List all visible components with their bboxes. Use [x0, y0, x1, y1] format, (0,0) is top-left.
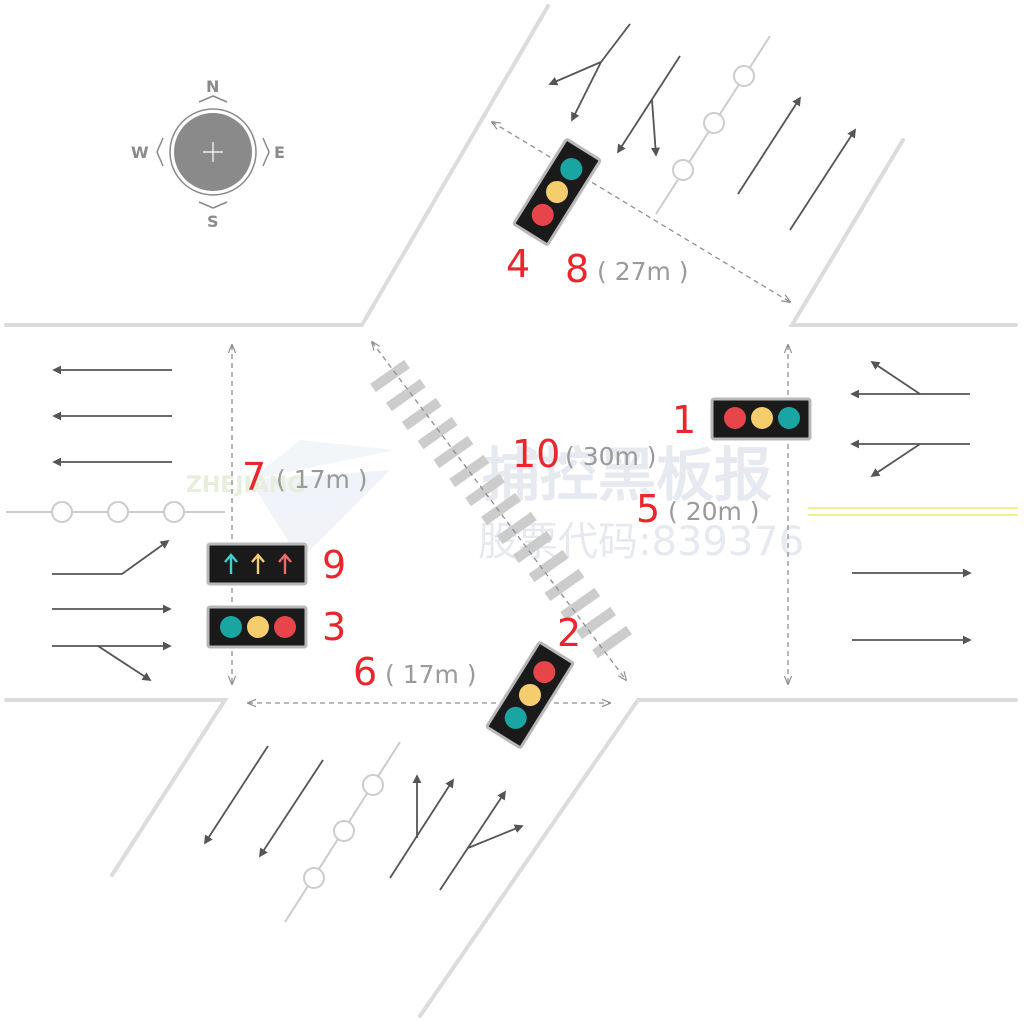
signal-4-light-1 [560, 158, 583, 181]
crosswalk [370, 359, 632, 659]
distance-8-value: ( 27m ) [597, 257, 689, 286]
label-distance-7: 7 [242, 455, 266, 499]
arrow-north-down-3 [650, 99, 660, 157]
road-edge-north-left [4, 4, 550, 327]
lane-divider-north [655, 35, 771, 215]
arrow-south-down-2 [259, 759, 324, 858]
signal-1-light-1 [724, 407, 746, 429]
crosswalk-stripe [544, 568, 585, 602]
signal-3 [206, 605, 308, 649]
road-edge-north-right [788, 138, 1018, 327]
signal-3-light-2 [247, 616, 269, 638]
arrow-north-up-2 [789, 128, 856, 231]
dimension-line-8 [492, 122, 790, 302]
arrow-west-right-turn [97, 645, 152, 681]
arrow-south-turn-3 [467, 824, 524, 849]
distance-5-value: ( 20m ) [668, 497, 760, 526]
compass: N S W E [131, 77, 285, 231]
signal-4-light-3 [531, 203, 554, 226]
signal-2-light-1 [533, 661, 556, 684]
label-signal-4: 4 [506, 242, 530, 286]
distance-7-value: ( 17m ) [276, 465, 368, 494]
arrow-south-up-1 [389, 778, 454, 879]
arrow-north-turn-1 [548, 23, 631, 86]
signal-1-light-3 [778, 407, 800, 429]
compass-west: W [131, 143, 149, 162]
crosswalk-stripe [417, 416, 458, 450]
label-distance-10: 10 [512, 432, 560, 476]
arrow-north-up-1 [737, 96, 801, 195]
signal-9 [206, 542, 308, 586]
arrow-south-up-3 [439, 790, 506, 891]
signal-1 [710, 397, 812, 441]
crosswalk-stripe [592, 625, 632, 659]
lane-divider-south [284, 741, 401, 923]
labels: 1 2 3 4 9 5 ( 20m ) 6 ( 17m ) 7 ( 17m ) … [242, 242, 760, 694]
arrow-west-left-turn [52, 539, 170, 575]
label-distance-8: 8 [565, 247, 589, 291]
arrow-north-down-1 [571, 61, 602, 122]
crosswalk-stripe [401, 397, 442, 431]
road-edge-south-right [418, 698, 1018, 1018]
arrow-east-turn-1 [870, 361, 921, 395]
road-edge-south-left [4, 698, 229, 877]
signal-4 [512, 138, 602, 246]
label-signal-9: 9 [322, 543, 346, 587]
distance-6-value: ( 17m ) [385, 660, 477, 689]
compass-east: E [274, 143, 285, 162]
label-signal-2: 2 [557, 611, 581, 655]
label-signal-3: 3 [322, 605, 346, 649]
signal-2-light-2 [519, 684, 541, 706]
label-signal-1: 1 [672, 398, 696, 442]
watermark-logo: ZHEJIANG [186, 440, 395, 560]
dimension-lines [232, 122, 790, 703]
watermark-brand: ZHEJIANG [186, 473, 305, 498]
label-distance-5: 5 [636, 487, 660, 531]
road-edges [4, 4, 1018, 1018]
arrow-south-down-1 [204, 745, 269, 845]
compass-north: N [206, 77, 219, 96]
crosswalk-stripe [576, 606, 617, 640]
signal-3-light-1 [220, 616, 242, 638]
center-line-east [808, 507, 1018, 516]
compass-south: S [207, 212, 219, 231]
signal-9-arrow-1-icon [224, 553, 238, 574]
arrow-north-down-2 [617, 55, 681, 154]
distance-10-value: ( 30m ) [565, 442, 657, 471]
signal-4-light-2 [546, 181, 568, 203]
label-distance-6: 6 [353, 650, 377, 694]
crosswalk-stripe [433, 435, 474, 469]
signal-9-arrow-3-icon [278, 553, 292, 574]
signal-2-light-3 [504, 706, 527, 729]
arrow-east-turn-2 [870, 443, 921, 477]
signal-1-light-2 [751, 407, 773, 429]
signal-9-arrow-2-icon [251, 553, 265, 574]
signal-2 [485, 641, 575, 749]
signal-3-light-3 [274, 616, 296, 638]
crosswalk-stripe [370, 359, 410, 393]
dimension-line-10 [372, 342, 626, 680]
lane-divider-west [6, 501, 225, 523]
